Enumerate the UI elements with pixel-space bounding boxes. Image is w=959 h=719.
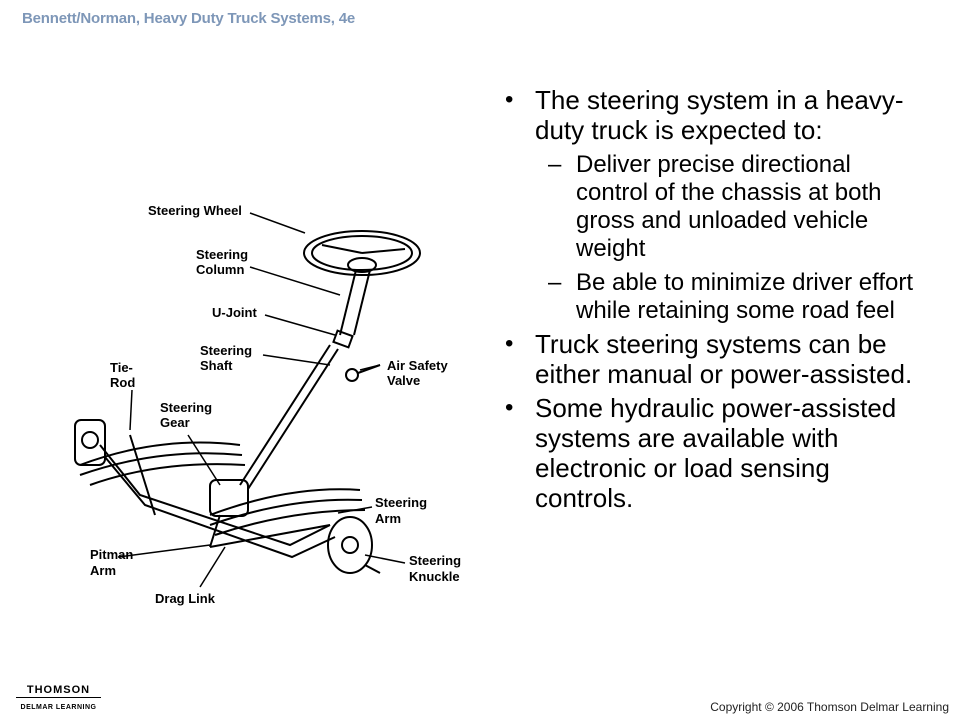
bullet-list: The steering system in a heavy-duty truc… — [505, 85, 915, 517]
label-air-safety-valve-line1: Air Safety — [387, 358, 448, 373]
bullet-item: The steering system in a heavy-duty truc… — [505, 85, 915, 145]
label-steering-knuckle-line2: Knuckle — [409, 569, 460, 584]
sub-bullet-item: Be able to minimize driver effort while … — [505, 269, 915, 325]
label-steering-arm-line1: Steering — [375, 495, 428, 510]
label-steering-gear-line2: Gear — [160, 415, 190, 430]
label-pitman-arm-line1: Pitman — [90, 547, 134, 562]
bullet-item: Truck steering systems can be either man… — [505, 329, 915, 389]
label-steering-column-line2: Column — [196, 262, 245, 277]
label-pitman-arm-line2: Arm — [90, 563, 117, 578]
label-steering-column-line1: Steering — [196, 247, 249, 262]
bullet-item: Some hydraulic power-assisted systems ar… — [505, 393, 915, 513]
label-steering-wheel: Steering Wheel — [148, 203, 242, 218]
label-steering-knuckle-line1: Steering — [409, 553, 462, 568]
steering-system-diagram: Steering Wheel Steering Column U-Joint S… — [60, 195, 480, 615]
logo-delmar-text: DELMAR LEARNING — [20, 704, 97, 711]
slide-header: Bennett/Norman, Heavy Duty Truck Systems… — [22, 10, 355, 27]
label-tie-rod-line1: Tie- — [110, 360, 133, 375]
label-steering-arm-line2: Arm — [375, 511, 402, 526]
sub-bullet-item: Deliver precise directional control of t… — [505, 151, 915, 263]
label-drag-link: Drag Link — [155, 591, 215, 606]
copyright-notice: Copyright © 2006 Thomson Delmar Learning — [710, 700, 949, 714]
logo-thomson-text: THOMSON — [16, 684, 101, 698]
publisher-logo: THOMSON DELMAR LEARNING — [16, 684, 101, 711]
label-steering-shaft-line2: Shaft — [200, 358, 233, 373]
label-air-safety-valve-line2: Valve — [387, 373, 421, 388]
label-steering-shaft-line1: Steering — [200, 343, 253, 358]
label-tie-rod-line2: Rod — [110, 375, 136, 390]
steering-illustration — [74, 212, 421, 588]
label-u-joint: U-Joint — [212, 305, 257, 320]
label-steering-gear-line1: Steering — [160, 400, 213, 415]
